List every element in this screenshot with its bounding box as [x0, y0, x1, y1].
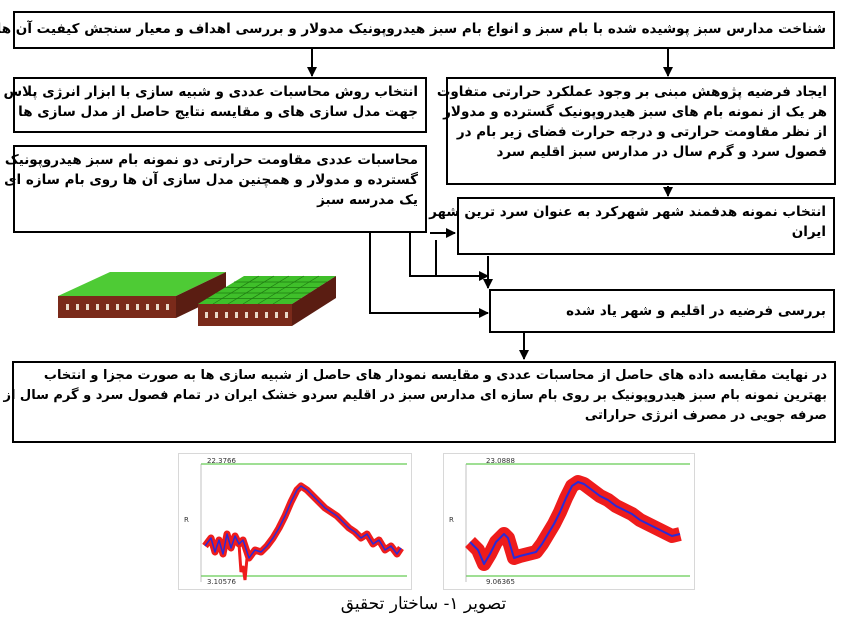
box-final: در نهایت مقایسه داده های حاصل از محاسبات…: [0, 361, 836, 443]
box-review-line-1: بررسی فرضیه در اقلیم و شهر یاد شده: [566, 303, 826, 319]
box-calc: محاسبات عددی مقاومت حرارتی دو نمونه بام …: [4, 145, 427, 233]
box-method: انتخاب روش محاسبات عددی و شبیه سازی با ا…: [3, 77, 427, 133]
box-intro: شناخت مدارس سبز پوشیده شده با بام سبز و …: [0, 11, 835, 49]
box-final-line-3: صرفه جویی در مصرف انرژی حراراتی: [584, 408, 827, 423]
box-city-line-2: ایران: [791, 224, 826, 240]
figure-caption: تصویر ۱- ساختار تحقیق: [340, 594, 507, 614]
box-city: انتخاب نمونه هدفمند شهر شهرکرد به عنوان …: [429, 197, 835, 255]
box-hypothesis-line-3: از نظر مقاومت حرارتی و درجه حرارت فضای ز…: [456, 124, 827, 140]
roof-extensive-model: [58, 272, 226, 318]
box-method-line-2: جهت مدل سازی های و مقایسه نتایج حاصل از …: [18, 104, 418, 120]
box-hypothesis-line-1: ایجاد فرضیه پژوهش مبنی بر وجود عملکرد حر…: [436, 84, 827, 100]
box-calc-line-1: محاسبات عددی مقاومت حرارتی دو نمونه بام …: [4, 152, 418, 168]
box-method-line-1: انتخاب روش محاسبات عددی و شبیه سازی با ا…: [3, 84, 418, 100]
roof-models-image: [58, 272, 336, 326]
chart-1-plot: [200, 463, 407, 582]
box-hypothesis: ایجاد فرضیه پژوهش مبنی بر وجود عملکرد حر…: [436, 77, 836, 185]
arrow-calc-to-review-b: [369, 233, 489, 318]
box-calc-line-3: یک مدرسه سبز: [317, 192, 418, 208]
roof-modular-model: [198, 275, 336, 326]
chart-1-max-label: 22.3766: [207, 457, 236, 465]
box-calc-line-2: گسترده و مدولار و همچنین مدل سازی آن ها …: [4, 172, 418, 188]
chart-2-plot: [465, 463, 690, 582]
box-final-line-2: بهترین نمونه بام سبز هیدروپونیک بر روی ب…: [0, 388, 827, 403]
chart-extensive-roof: 22.3766 3.10576 R: [178, 453, 412, 590]
box-final-line-1: در نهایت مقایسه داده های حاصل از محاسبات…: [43, 368, 827, 383]
box-hypothesis-line-4: فصول سرد و گرم سال در مدارس سبز اقلیم سر…: [496, 144, 827, 160]
arrow-calc-to-review-a: [409, 233, 489, 281]
chart-2-y-axis-label: R: [449, 516, 454, 524]
chart-2-max-label: 23.0888: [486, 457, 515, 465]
chart-modular-roof: 23.0888 9.06365 R: [443, 453, 695, 590]
box-intro-line-1: شناخت مدارس سبز پوشیده شده با بام سبز و …: [0, 21, 826, 37]
box-review: بررسی فرضیه در اقلیم و شهر یاد شده: [489, 289, 835, 333]
chart-2-min-label: 9.06365: [486, 578, 515, 586]
chart-1-y-axis-label: R: [184, 516, 189, 524]
chart-1-min-label: 3.10576: [207, 578, 236, 586]
box-city-line-1: انتخاب نمونه هدفمند شهر شهرکرد به عنوان …: [429, 204, 826, 220]
box-hypothesis-line-2: هر یک از نمونه بام های سبز هیدروپونیک گس…: [443, 104, 827, 120]
